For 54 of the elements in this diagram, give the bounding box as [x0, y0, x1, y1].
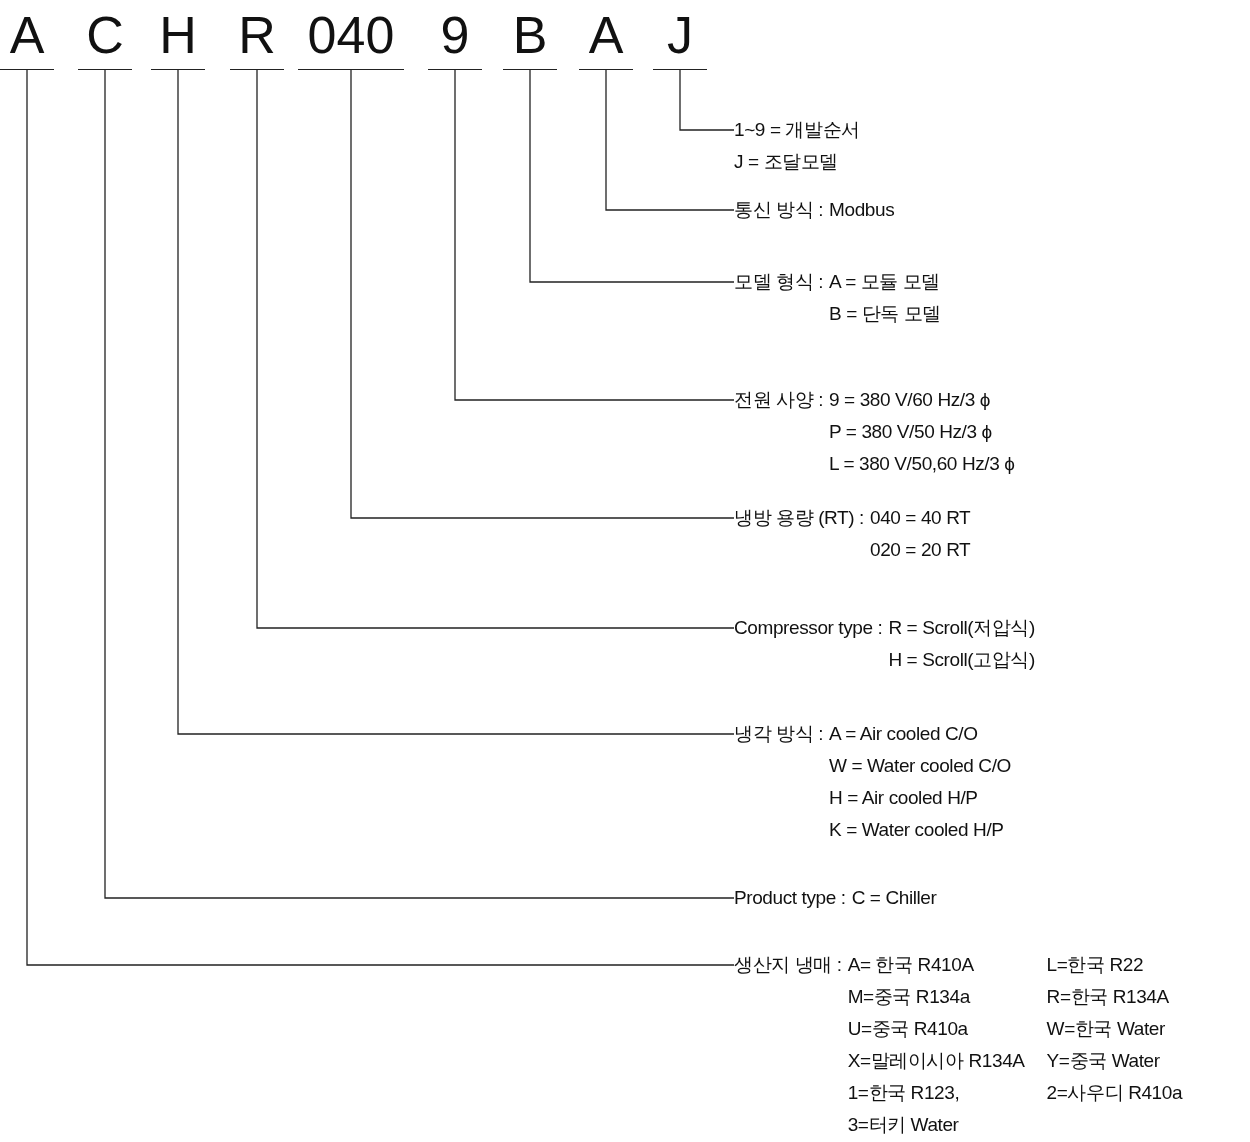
field-name: 통신 방식 :	[734, 198, 824, 222]
leader-line	[177, 69, 735, 735]
option-text: W = Water cooled C/O	[829, 754, 1011, 778]
option-text: 1~9 = 개발순서	[734, 118, 860, 142]
option-text: 9 = 380 V/60 Hz/3 ϕ	[829, 388, 991, 412]
option-text: A = 모듈 모델	[829, 270, 941, 294]
option-text: Y=중국 Water	[1046, 1049, 1161, 1073]
code-character: J	[653, 0, 707, 70]
field-name: Product type :	[734, 886, 846, 910]
leader-line	[256, 69, 735, 629]
option-text: U=중국 R410a	[847, 1017, 969, 1041]
option-text: L=한국 R22	[1046, 953, 1145, 977]
option-text: 2=사우디 R410a	[1046, 1081, 1183, 1105]
code-character: R	[230, 0, 284, 70]
code-character: 9	[428, 0, 482, 70]
option-text: K = Water cooled H/P	[829, 818, 1005, 842]
leader-line	[26, 69, 735, 966]
code-character: C	[78, 0, 132, 70]
option-text: W=한국 Water	[1046, 1017, 1166, 1041]
option-text: M=중국 R134a	[847, 985, 972, 1009]
option-text: X=말레이시아 R134A	[847, 1049, 1025, 1073]
field-name: 냉방 용량 (RT) :	[734, 506, 864, 530]
option-text: 020 = 20 RT	[869, 538, 971, 562]
leader-line	[605, 69, 735, 211]
code-character: A	[579, 0, 633, 70]
field-name: Compressor type :	[734, 616, 883, 640]
option-text: J = 조달모델	[734, 150, 839, 174]
option-text: P = 380 V/50 Hz/3 ϕ	[829, 420, 993, 444]
option-text: 3=터키 Water	[847, 1113, 960, 1137]
option-text: L = 380 V/50,60 Hz/3 ϕ	[829, 452, 1015, 476]
leader-line	[104, 69, 735, 899]
field-name: 냉각 방식 :	[734, 722, 824, 746]
field-name: 생산지 냉매 :	[734, 953, 842, 977]
field-name: 전원 사양 :	[734, 388, 824, 412]
option-text: A= 한국 R410A	[847, 953, 975, 977]
leader-line	[454, 69, 735, 401]
option-text: C = Chiller	[851, 886, 937, 910]
code-character: A	[0, 0, 54, 70]
option-text: Modbus	[829, 198, 895, 222]
field-name: 모델 형식 :	[734, 270, 824, 294]
option-text: 1=한국 R123,	[847, 1081, 961, 1105]
option-text: H = Air cooled H/P	[829, 786, 979, 810]
option-text: A = Air cooled C/O	[829, 722, 979, 746]
option-text: 040 = 40 RT	[869, 506, 971, 530]
leader-line	[679, 69, 735, 131]
option-text: H = Scroll(고압식)	[888, 648, 1035, 672]
option-text: R=한국 R134A	[1046, 985, 1170, 1009]
code-character: H	[151, 0, 205, 70]
leader-line	[529, 69, 735, 283]
code-character: B	[503, 0, 557, 70]
option-text: B = 단독 모델	[829, 302, 942, 326]
code-character: 040	[298, 0, 404, 70]
option-text: R = Scroll(저압식)	[888, 616, 1035, 640]
leader-line	[350, 69, 735, 519]
